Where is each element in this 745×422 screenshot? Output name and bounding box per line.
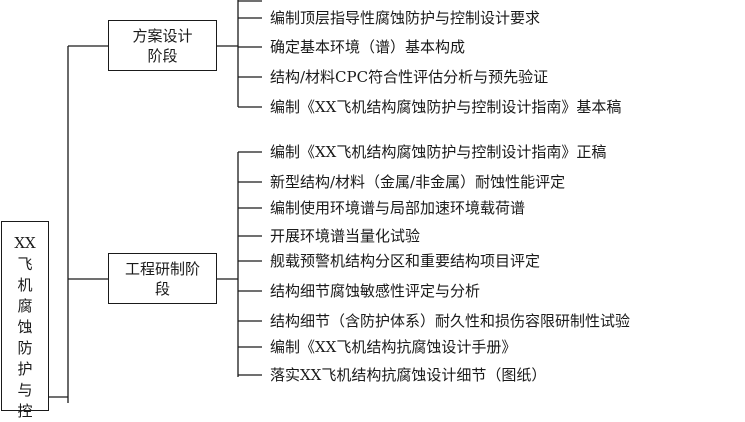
eng-item: 编制使用环境谱与局部加速环境载荷谱 — [270, 199, 526, 217]
phase-label-line: 段 — [154, 279, 170, 298]
phase-label-line: 阶段 — [147, 46, 178, 65]
eng-item: 结构细节（含防护体系）耐久性和损伤容限研制性试验 — [270, 312, 631, 330]
phase-label-line: 工程研制阶 — [124, 259, 200, 278]
eng-item: 开展环境谱当量化试验 — [270, 227, 421, 245]
eng-item: 结构细节腐蚀敏感性评定与分析 — [270, 282, 481, 300]
connector-lines — [49, 0, 262, 403]
phase-label-line: 方案设计 — [132, 26, 193, 45]
eng-item: 编制《XX飞机结构抗腐蚀设计手册》 — [270, 338, 517, 356]
scheme-tick-lines — [238, 0, 262, 108]
scheme-item: 确定基本环境（谱）基本构成 — [270, 38, 466, 56]
scheme-item: 编制《XX飞机结构腐蚀防护与控制设计指南》基本稿 — [270, 98, 622, 116]
phase-node-scheme-design: 方案设计 阶段 — [108, 20, 217, 71]
eng-item: 落实XX飞机结构抗腐蚀设计细节（图纸） — [270, 366, 547, 384]
root-label-line: 机 — [17, 275, 33, 294]
root-label-line: 护 — [17, 359, 33, 378]
root-label-line: 腐 — [17, 296, 33, 315]
eng-item: 编制《XX飞机结构腐蚀防护与控制设计指南》正稿 — [270, 143, 607, 161]
eng-item: 舰载预警机结构分区和重要结构项目评定 — [270, 252, 541, 270]
phase-node-engineering-development: 工程研制阶 段 — [108, 253, 217, 304]
root-label-line: XX — [14, 233, 36, 252]
root-label-line: 防 — [17, 338, 33, 357]
root-label-line: 与 — [17, 380, 33, 399]
eng-item: 新型结构/材料（金属/非金属）耐蚀性能评定 — [270, 173, 566, 191]
scheme-item: 编制顶层指导性腐蚀防护与控制设计要求 — [270, 9, 541, 27]
scheme-item: 结构/材料CPC符合性评估分析与预先验证 — [270, 68, 549, 86]
root-node: XX 飞 机 腐 蚀 防 护 与 控 — [1, 221, 49, 420]
root-label-line: 飞 — [17, 254, 33, 273]
root-label-line: 控 — [17, 401, 33, 420]
root-label-line: 蚀 — [17, 317, 33, 336]
eng-tick-lines — [238, 151, 262, 376]
